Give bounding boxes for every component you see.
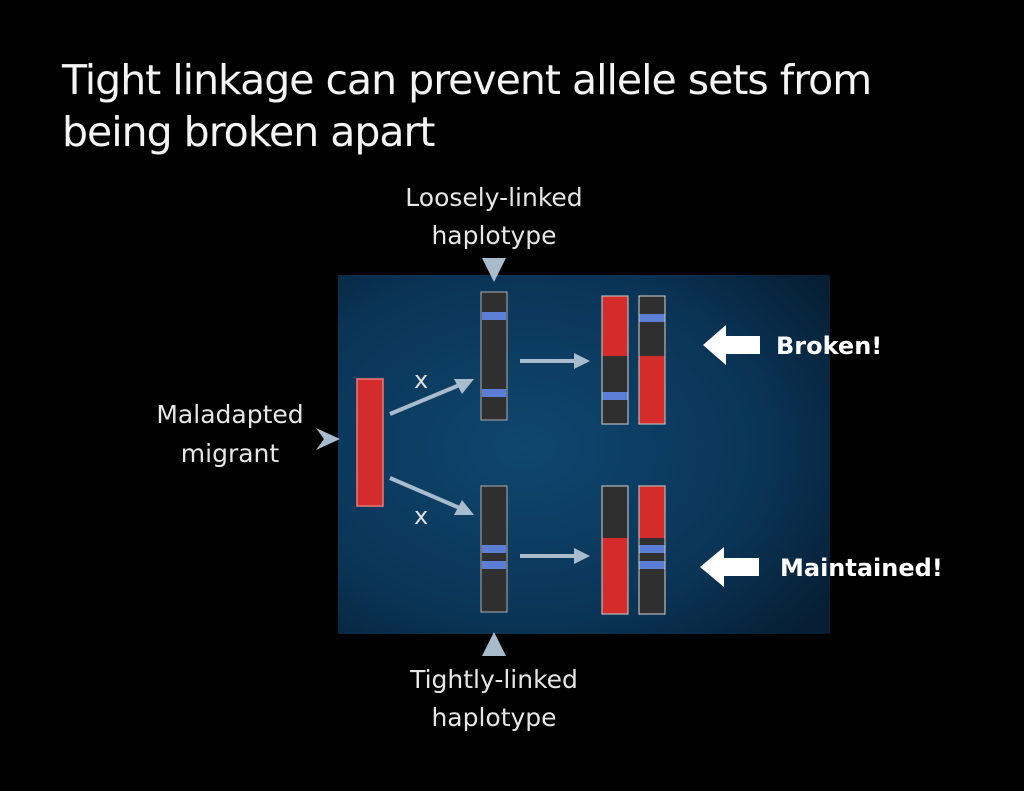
allele-band — [639, 561, 665, 569]
loosely-linked-chromosome — [480, 291, 508, 421]
tightly-linked-chromosome — [480, 485, 508, 613]
maladapted-migrant-label-line1: Maladapted — [156, 400, 303, 429]
loosely-linked-label-line1: Loosely-linked — [405, 183, 582, 212]
cross-symbol-top: x — [414, 366, 428, 394]
loosely-linked-pointer-icon — [482, 258, 506, 282]
migrant-pointer-icon — [316, 428, 340, 450]
recombination-arrow-bottom — [520, 548, 590, 564]
broken-pointer-icon — [703, 325, 760, 365]
cross-arrow-top — [389, 379, 474, 416]
allele-band — [482, 545, 506, 553]
maintained-pointer-icon — [700, 547, 759, 587]
migrant-chromosome — [356, 378, 384, 507]
recombinant-chromosome-1 — [601, 295, 629, 425]
recombination-arrow-top — [520, 353, 590, 369]
allele-band — [639, 545, 665, 553]
allele-band — [602, 392, 628, 400]
broken-label: Broken! — [776, 332, 882, 360]
loosely-linked-label-line2: haplotype — [431, 221, 556, 250]
allele-band — [639, 314, 665, 322]
title-line-2: being broken apart — [62, 108, 435, 156]
diagram-panel — [338, 275, 830, 634]
allele-band — [482, 312, 506, 320]
maladapted-migrant-label-line2: migrant — [181, 439, 280, 468]
tightly-linked-label-line1: Tightly-linked — [409, 665, 578, 694]
recombinant-chromosome-2 — [638, 295, 666, 425]
title-line-1: Tight linkage can prevent allele sets fr… — [62, 56, 872, 104]
cross-symbol-bottom: x — [414, 502, 428, 530]
recombinant-chromosome-4 — [638, 485, 666, 615]
recombinant-chromosome-3 — [601, 485, 629, 615]
allele-band — [482, 389, 506, 397]
maintained-label: Maintained! — [780, 554, 943, 582]
slide-title: Tight linkage can prevent allele sets fr… — [62, 54, 1002, 158]
tightly-linked-pointer-icon — [482, 632, 506, 656]
allele-band — [482, 561, 506, 569]
cross-arrow-bottom — [389, 476, 474, 515]
tightly-linked-label-line2: haplotype — [431, 703, 556, 732]
